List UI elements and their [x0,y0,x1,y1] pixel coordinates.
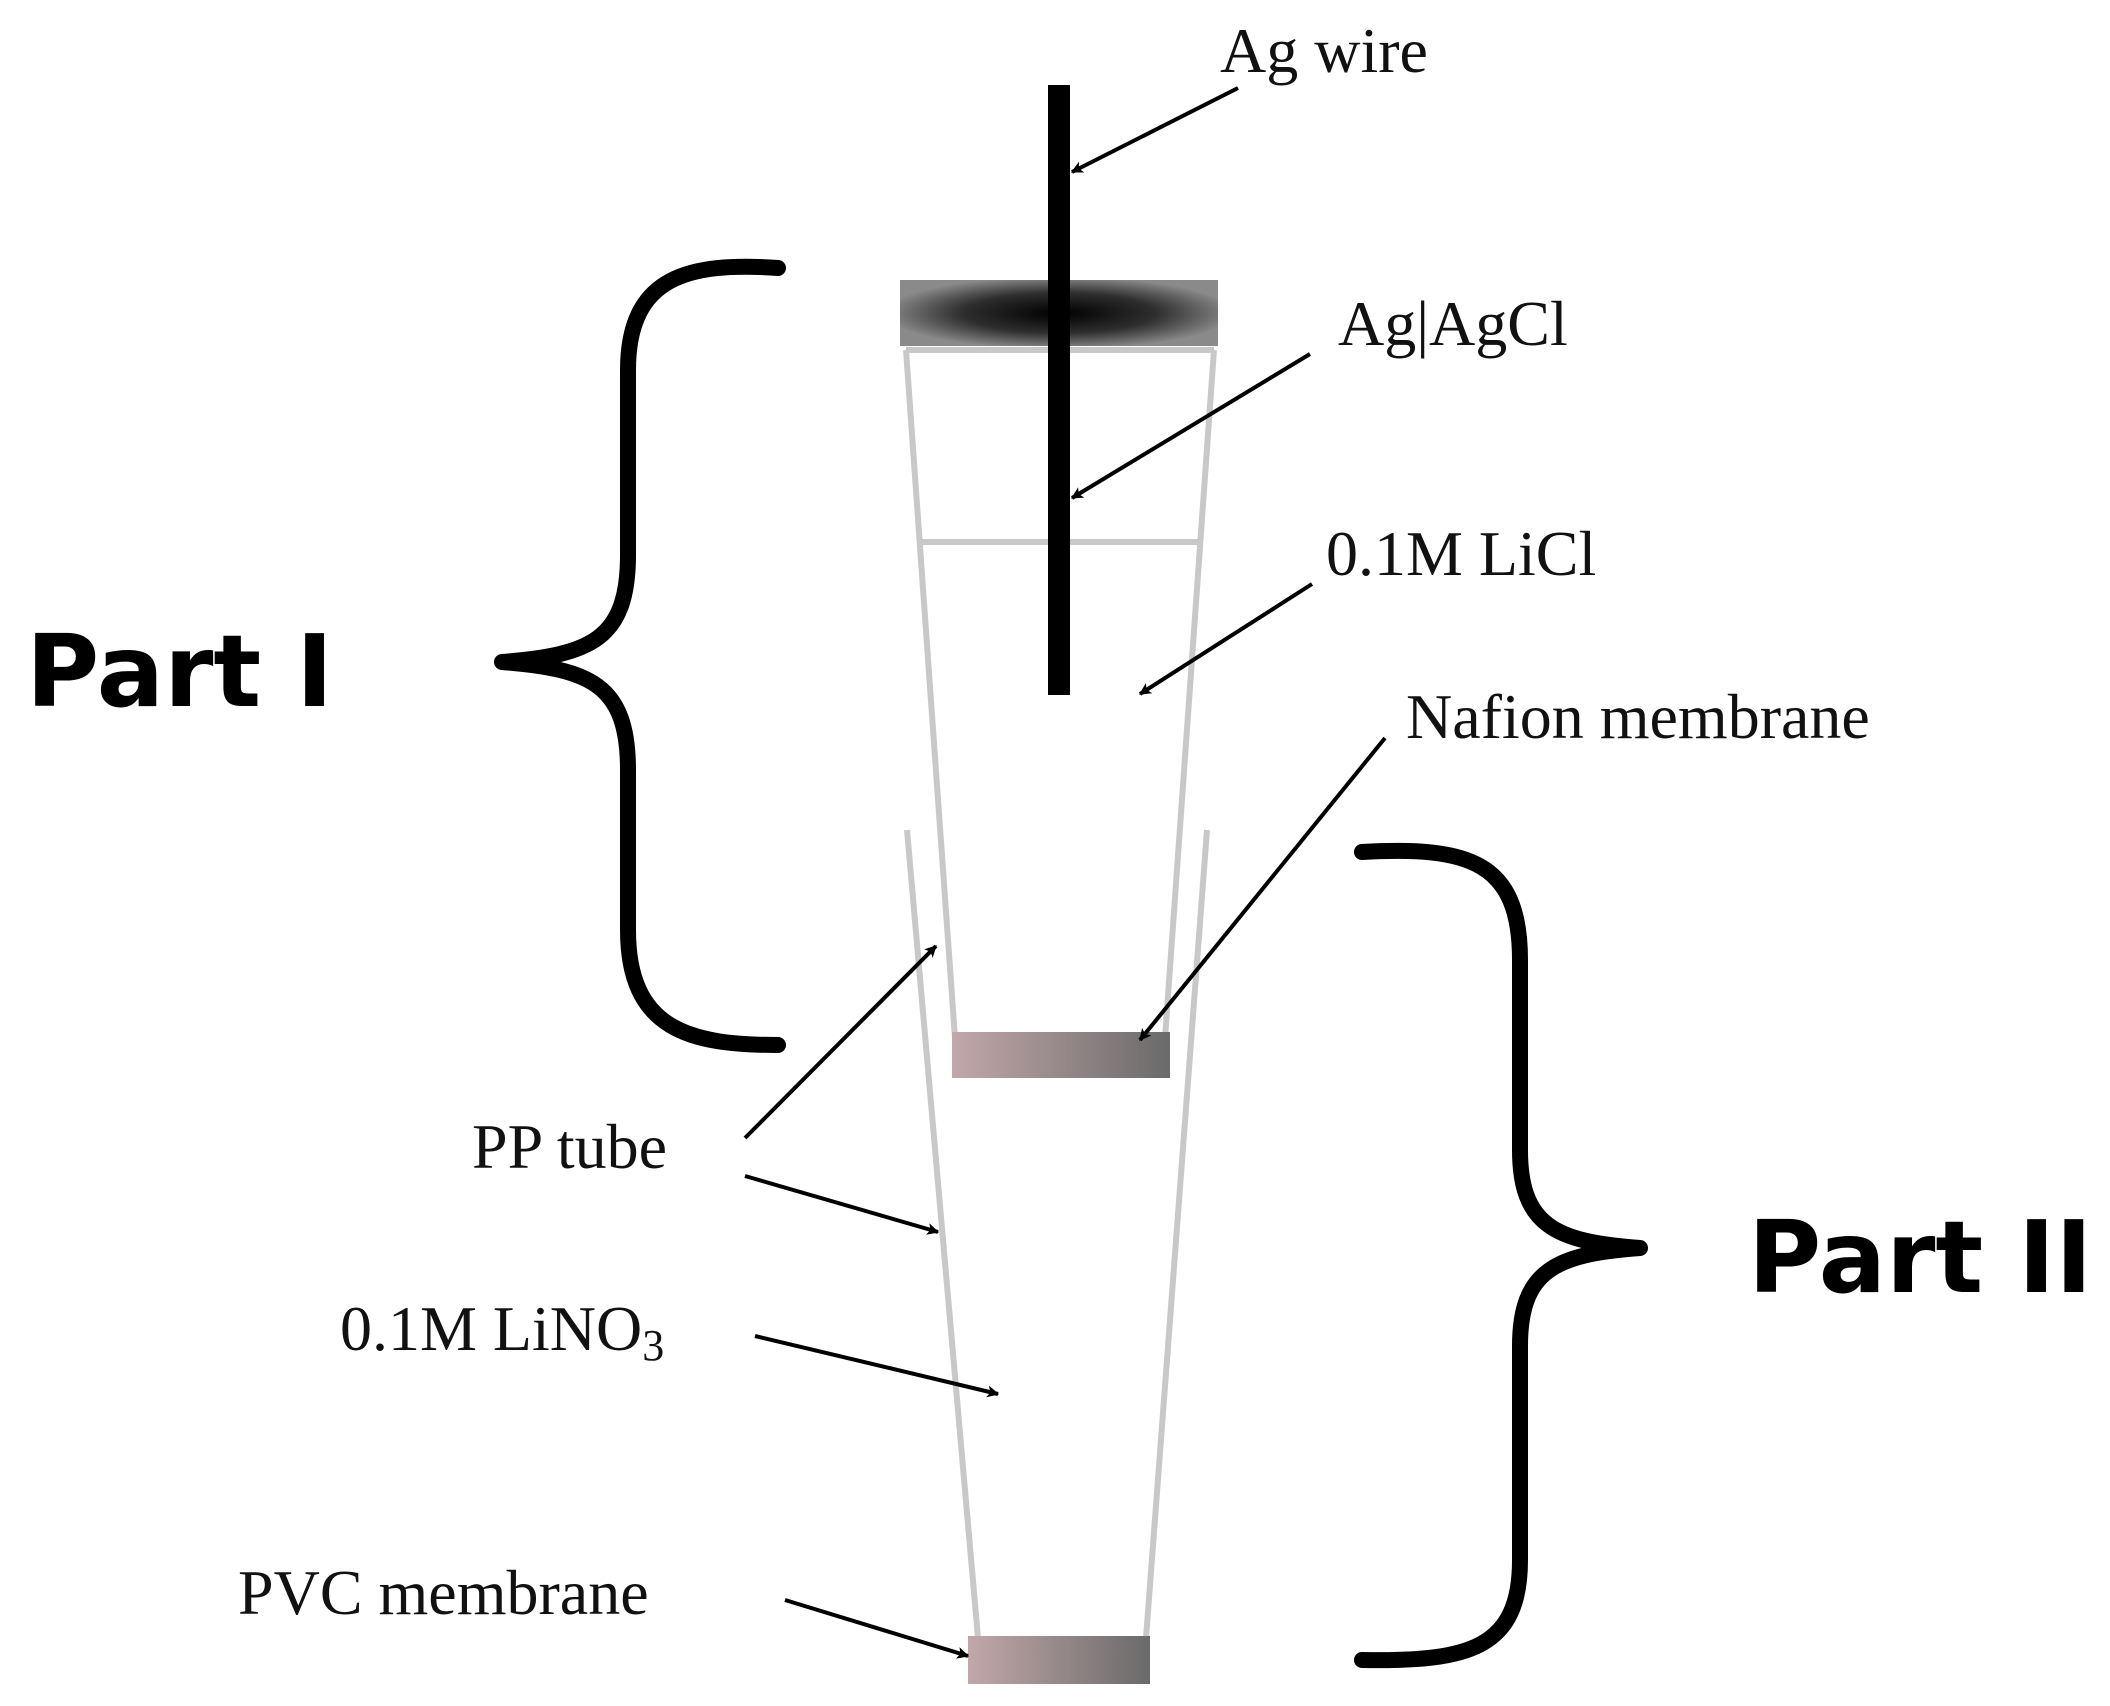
label-lino3: 0.1M LiNO3 [340,1293,664,1370]
label-lino3-main: 0.1M LiNO [340,1293,642,1364]
part1-tube-left-wall [903,349,958,1039]
part1-brace [494,258,786,1053]
part2-tube-left-wall [904,829,981,1639]
label-lino3-subscript: 3 [642,1321,664,1370]
part2-tube [904,829,1210,1639]
ag-wire [1048,85,1070,695]
part1-tube-right-wall [1162,349,1217,1039]
label-part1: Part I [26,613,333,730]
label-part2: Part II [1748,1199,2092,1316]
pvc-membrane [968,1636,1150,1684]
arrow-nafion [1138,736,1387,1042]
nafion-membrane [952,1032,1170,1078]
arrow-ag-wire [1070,86,1239,174]
arrow-ag-agcl [1070,352,1312,500]
arrow-lino3 [754,1334,1000,1398]
part2-brace [1354,842,1648,1669]
arrow-pp-tube-lower [744,1174,940,1235]
leader-arrows [743,86,1387,1659]
label-pvc: PVC membrane [238,1557,649,1628]
label-ag-agcl: Ag|AgCl [1338,288,1568,359]
part2-tube-right-wall [1143,829,1210,1639]
label-ag-wire: Ag wire [1220,15,1428,86]
label-licl: 0.1M LiCl [1326,518,1596,589]
label-nafion: Nafion membrane [1406,681,1870,752]
arrow-pp-tube-upper [743,944,938,1140]
arrow-pvc [784,1598,970,1659]
arrow-licl [1138,582,1314,696]
label-pp-tube: PP tube [472,1111,667,1182]
